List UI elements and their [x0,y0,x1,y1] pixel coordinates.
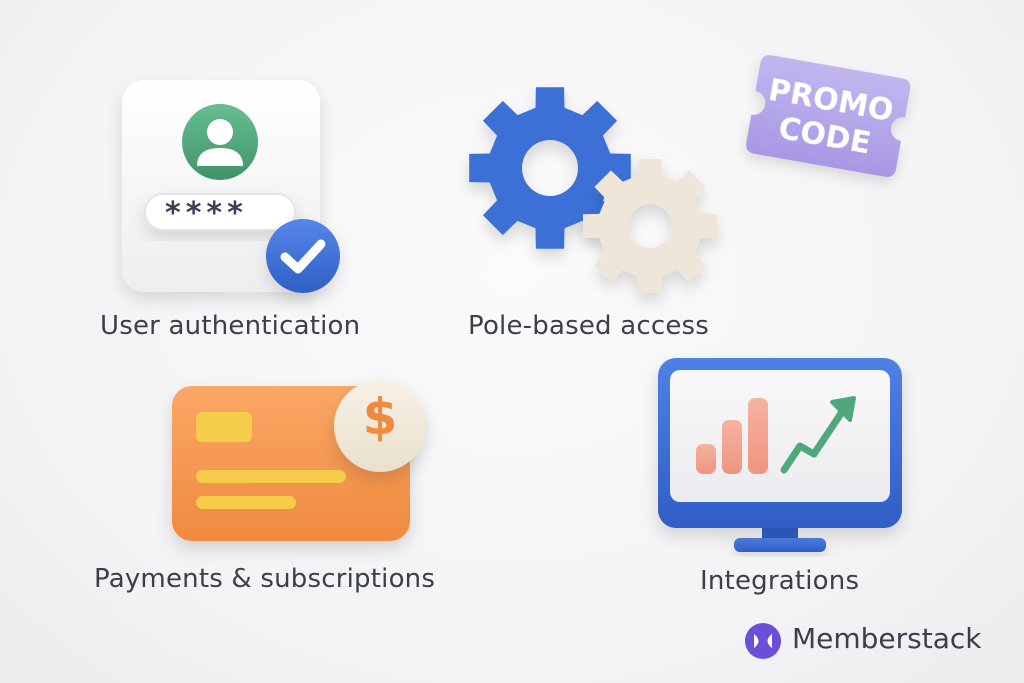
password-mask: **** [165,196,248,231]
monitor-chart-icon [658,358,902,552]
role-access-illustration [460,78,730,303]
payments-illustration: $ [160,370,450,555]
dollar-sign-icon: $ [362,388,398,446]
brand-name: Memberstack [792,622,982,655]
user-login-card-icon [122,80,340,293]
feature-label-payments-subscriptions: Payments & subscriptions [94,564,436,594]
feature-label-integrations: Integrations [700,566,860,596]
ticket-icon: PROMO CODE [746,55,911,177]
cream-gear [583,159,717,293]
integrations-illustration [650,350,910,570]
credit-card-dollar-icon [172,380,426,541]
user-authentication-illustration: **** [105,70,355,305]
blue-gear [469,87,631,249]
feature-label-user-authentication: User authentication [100,311,361,341]
feature-label-role-based-access: Pole-based access [468,311,710,341]
memberstack-logo-icon [745,623,781,659]
gears-icon [469,87,717,293]
brand-logo[interactable]: Memberstack [744,620,1014,664]
promo-code-ticket: PROMO CODE [738,52,918,182]
